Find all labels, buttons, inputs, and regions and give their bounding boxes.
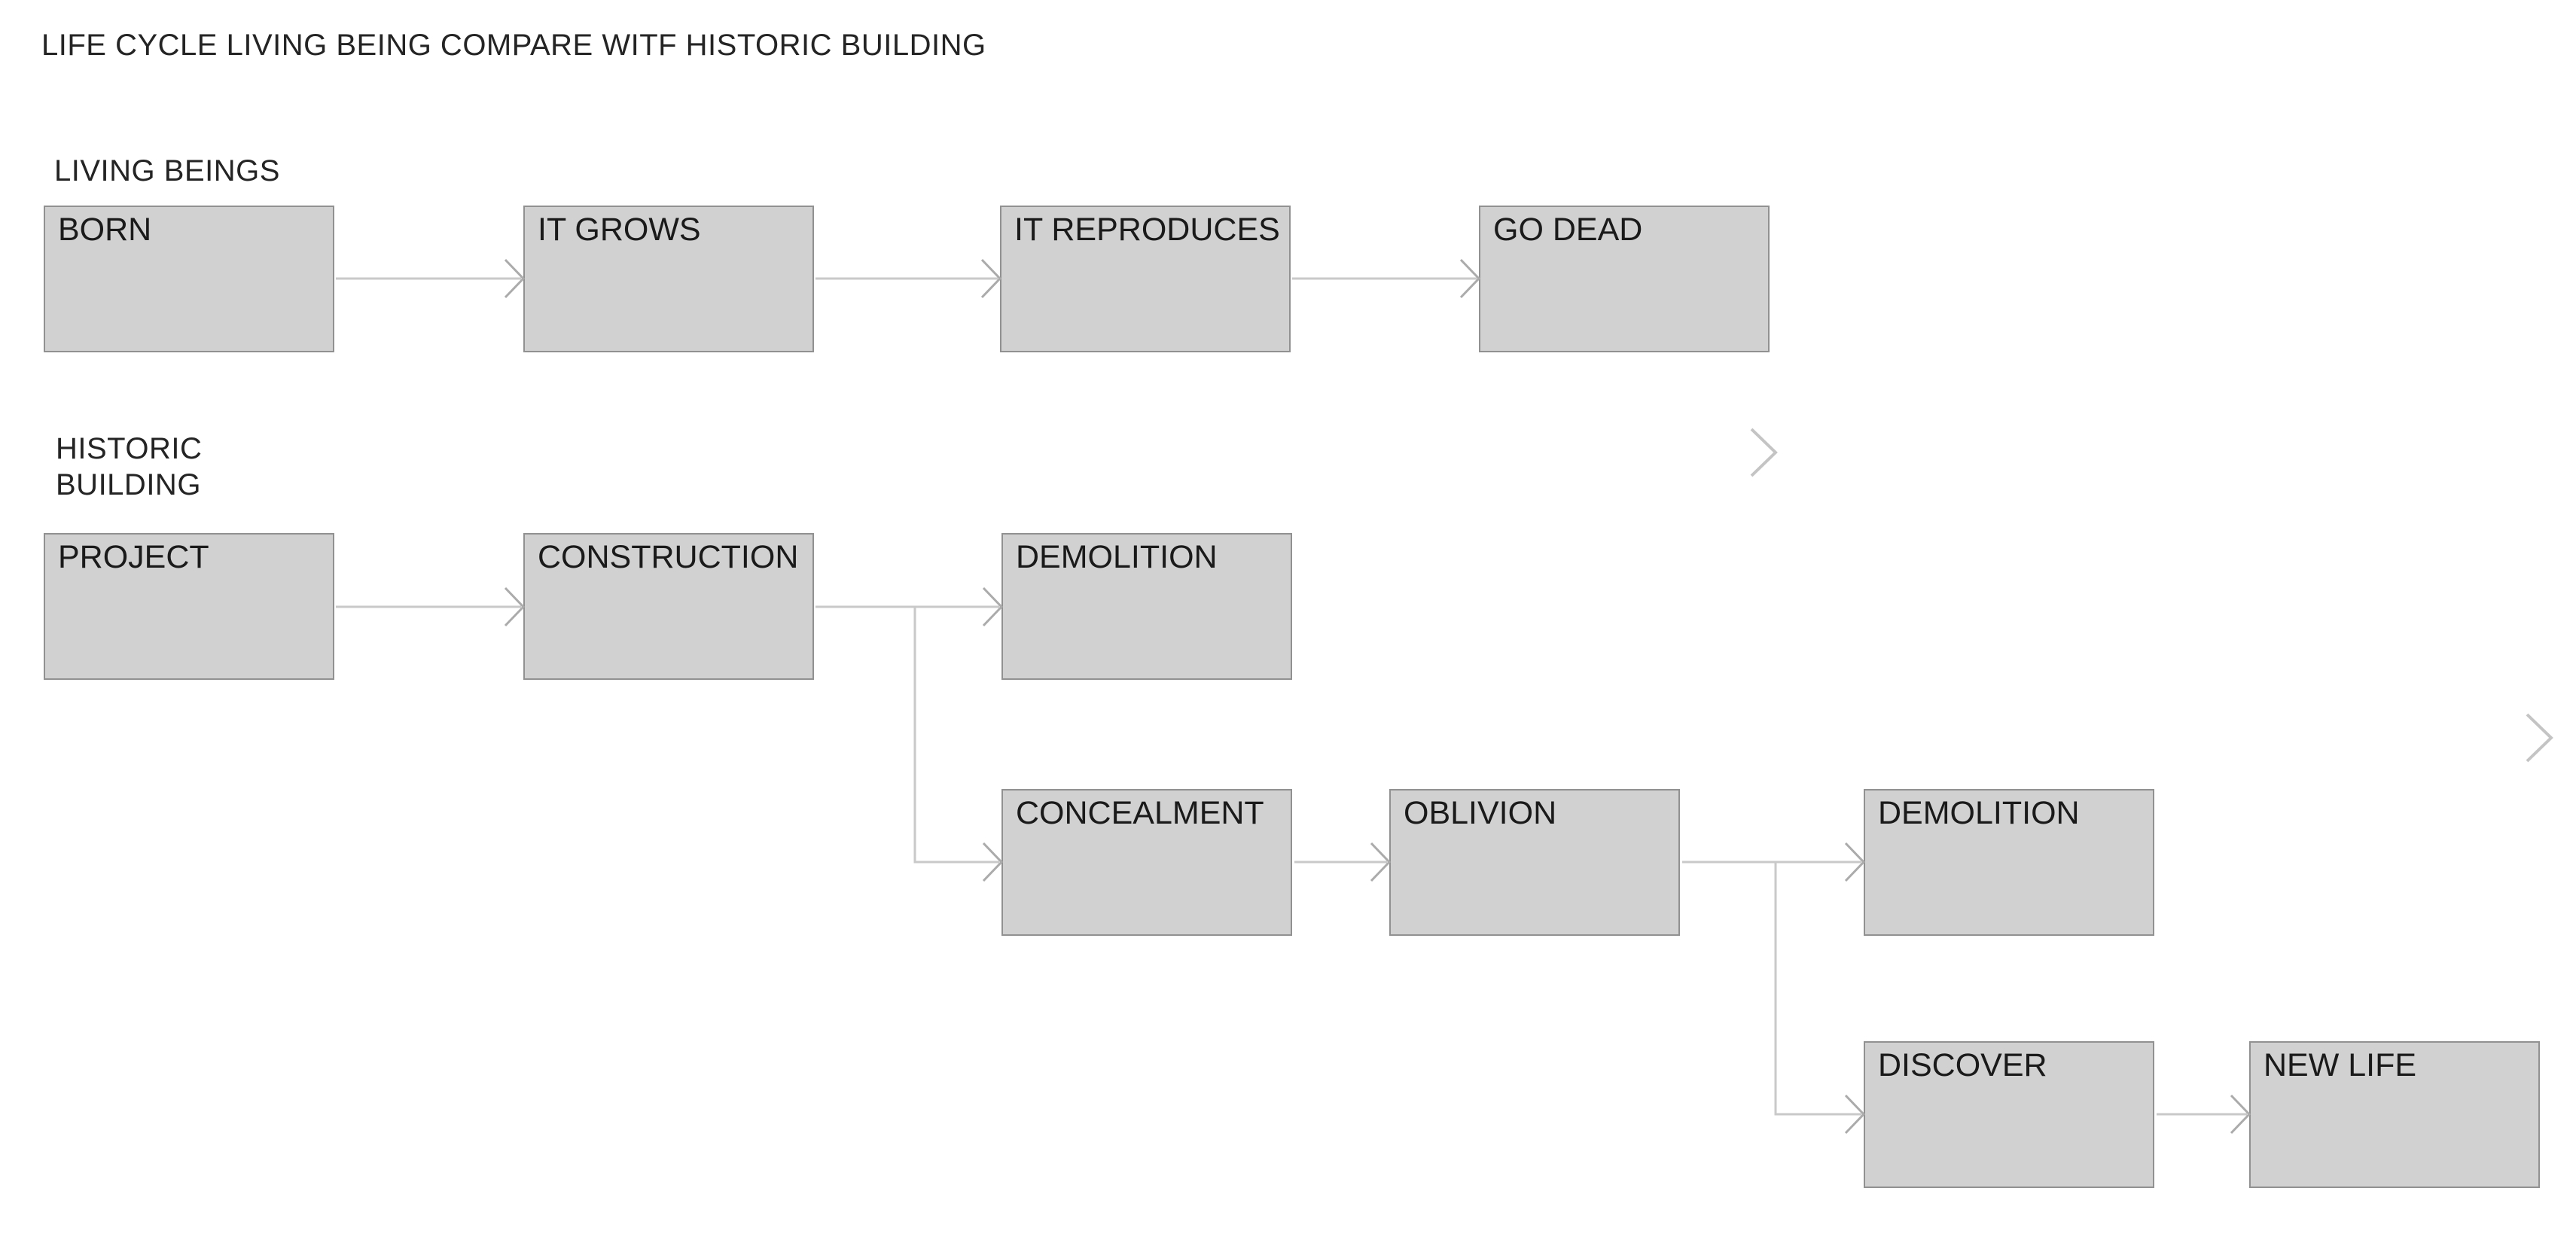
arrowhead-icon bbox=[980, 258, 1002, 299]
arrowhead-icon bbox=[504, 586, 526, 627]
node-born-label: BORN bbox=[58, 212, 152, 248]
node-go-dead: GO DEAD bbox=[1479, 206, 1770, 352]
arrowhead-icon bbox=[1370, 842, 1392, 882]
node-discover: DISCOVER bbox=[1864, 1041, 2154, 1188]
edge-born-to-it-grows bbox=[336, 258, 526, 299]
edge-oblivion-to-demolition-after-oblivion bbox=[1682, 842, 1866, 882]
historic-building-label-line2: BUILDING bbox=[56, 468, 201, 501]
edge-it-grows-to-it-reproduces bbox=[815, 258, 1002, 299]
edge-project-to-construction bbox=[336, 586, 526, 627]
node-new-life-label: NEW LIFE bbox=[2264, 1047, 2417, 1083]
node-new-life: NEW LIFE bbox=[2249, 1041, 2540, 1188]
arrowhead-icon bbox=[1844, 842, 1866, 882]
node-project: PROJECT bbox=[44, 533, 334, 680]
node-it-reproduces: IT REPRODUCES bbox=[1000, 206, 1291, 352]
edge-oblivion-to-discover bbox=[1774, 862, 1866, 1135]
edge-construction-to-demolition-direct bbox=[815, 586, 1004, 627]
edge-discover-to-new-life bbox=[2157, 1094, 2251, 1135]
arrowhead-icon bbox=[1459, 258, 1481, 299]
node-construction-label: CONSTRUCTION bbox=[538, 539, 799, 575]
node-oblivion-label: OBLIVION bbox=[1404, 795, 1557, 831]
historic-building-label-line1: HISTORIC bbox=[56, 432, 203, 465]
edge-construction-to-concealment bbox=[913, 607, 1004, 882]
arrowhead-icon bbox=[982, 842, 1004, 882]
chevron-right-icon bbox=[1750, 428, 1778, 477]
node-demolition-direct: DEMOLITION bbox=[1001, 533, 1292, 680]
arrowhead-icon bbox=[1844, 1094, 1866, 1135]
node-project-label: PROJECT bbox=[58, 539, 209, 575]
node-it-grows: IT GROWS bbox=[523, 206, 814, 352]
node-construction: CONSTRUCTION bbox=[523, 533, 814, 680]
chevron-right-icon bbox=[2526, 713, 2553, 763]
section-label-living-beings: LIVING BEINGS bbox=[54, 154, 280, 187]
connector-elbow-line bbox=[913, 607, 999, 864]
page-title: LIFE CYCLE LIVING BEING COMPARE WITF HIS… bbox=[41, 29, 986, 62]
node-discover-label: DISCOVER bbox=[1878, 1047, 2047, 1083]
node-concealment-label: CONCEALMENT bbox=[1016, 795, 1264, 831]
node-it-reproduces-label: IT REPRODUCES bbox=[1014, 212, 1280, 248]
node-demolition-direct-label: DEMOLITION bbox=[1016, 539, 1218, 575]
node-it-grows-label: IT GROWS bbox=[538, 212, 701, 248]
node-demolition-after-oblivion-label: DEMOLITION bbox=[1878, 795, 2080, 831]
arrowhead-icon bbox=[2230, 1094, 2251, 1135]
arrowhead-icon bbox=[982, 586, 1004, 627]
node-oblivion: OBLIVION bbox=[1389, 789, 1680, 936]
node-demolition-after-oblivion: DEMOLITION bbox=[1864, 789, 2154, 936]
edge-it-reproduces-to-go-dead bbox=[1292, 258, 1481, 299]
connector-elbow-line bbox=[1774, 862, 1861, 1116]
node-concealment: CONCEALMENT bbox=[1001, 789, 1292, 936]
section-label-historic-building: HISTORIC BUILDING bbox=[56, 431, 202, 503]
edge-concealment-to-oblivion bbox=[1294, 842, 1392, 882]
node-born: BORN bbox=[44, 206, 334, 352]
arrowhead-icon bbox=[504, 258, 526, 299]
node-go-dead-label: GO DEAD bbox=[1493, 212, 1643, 248]
